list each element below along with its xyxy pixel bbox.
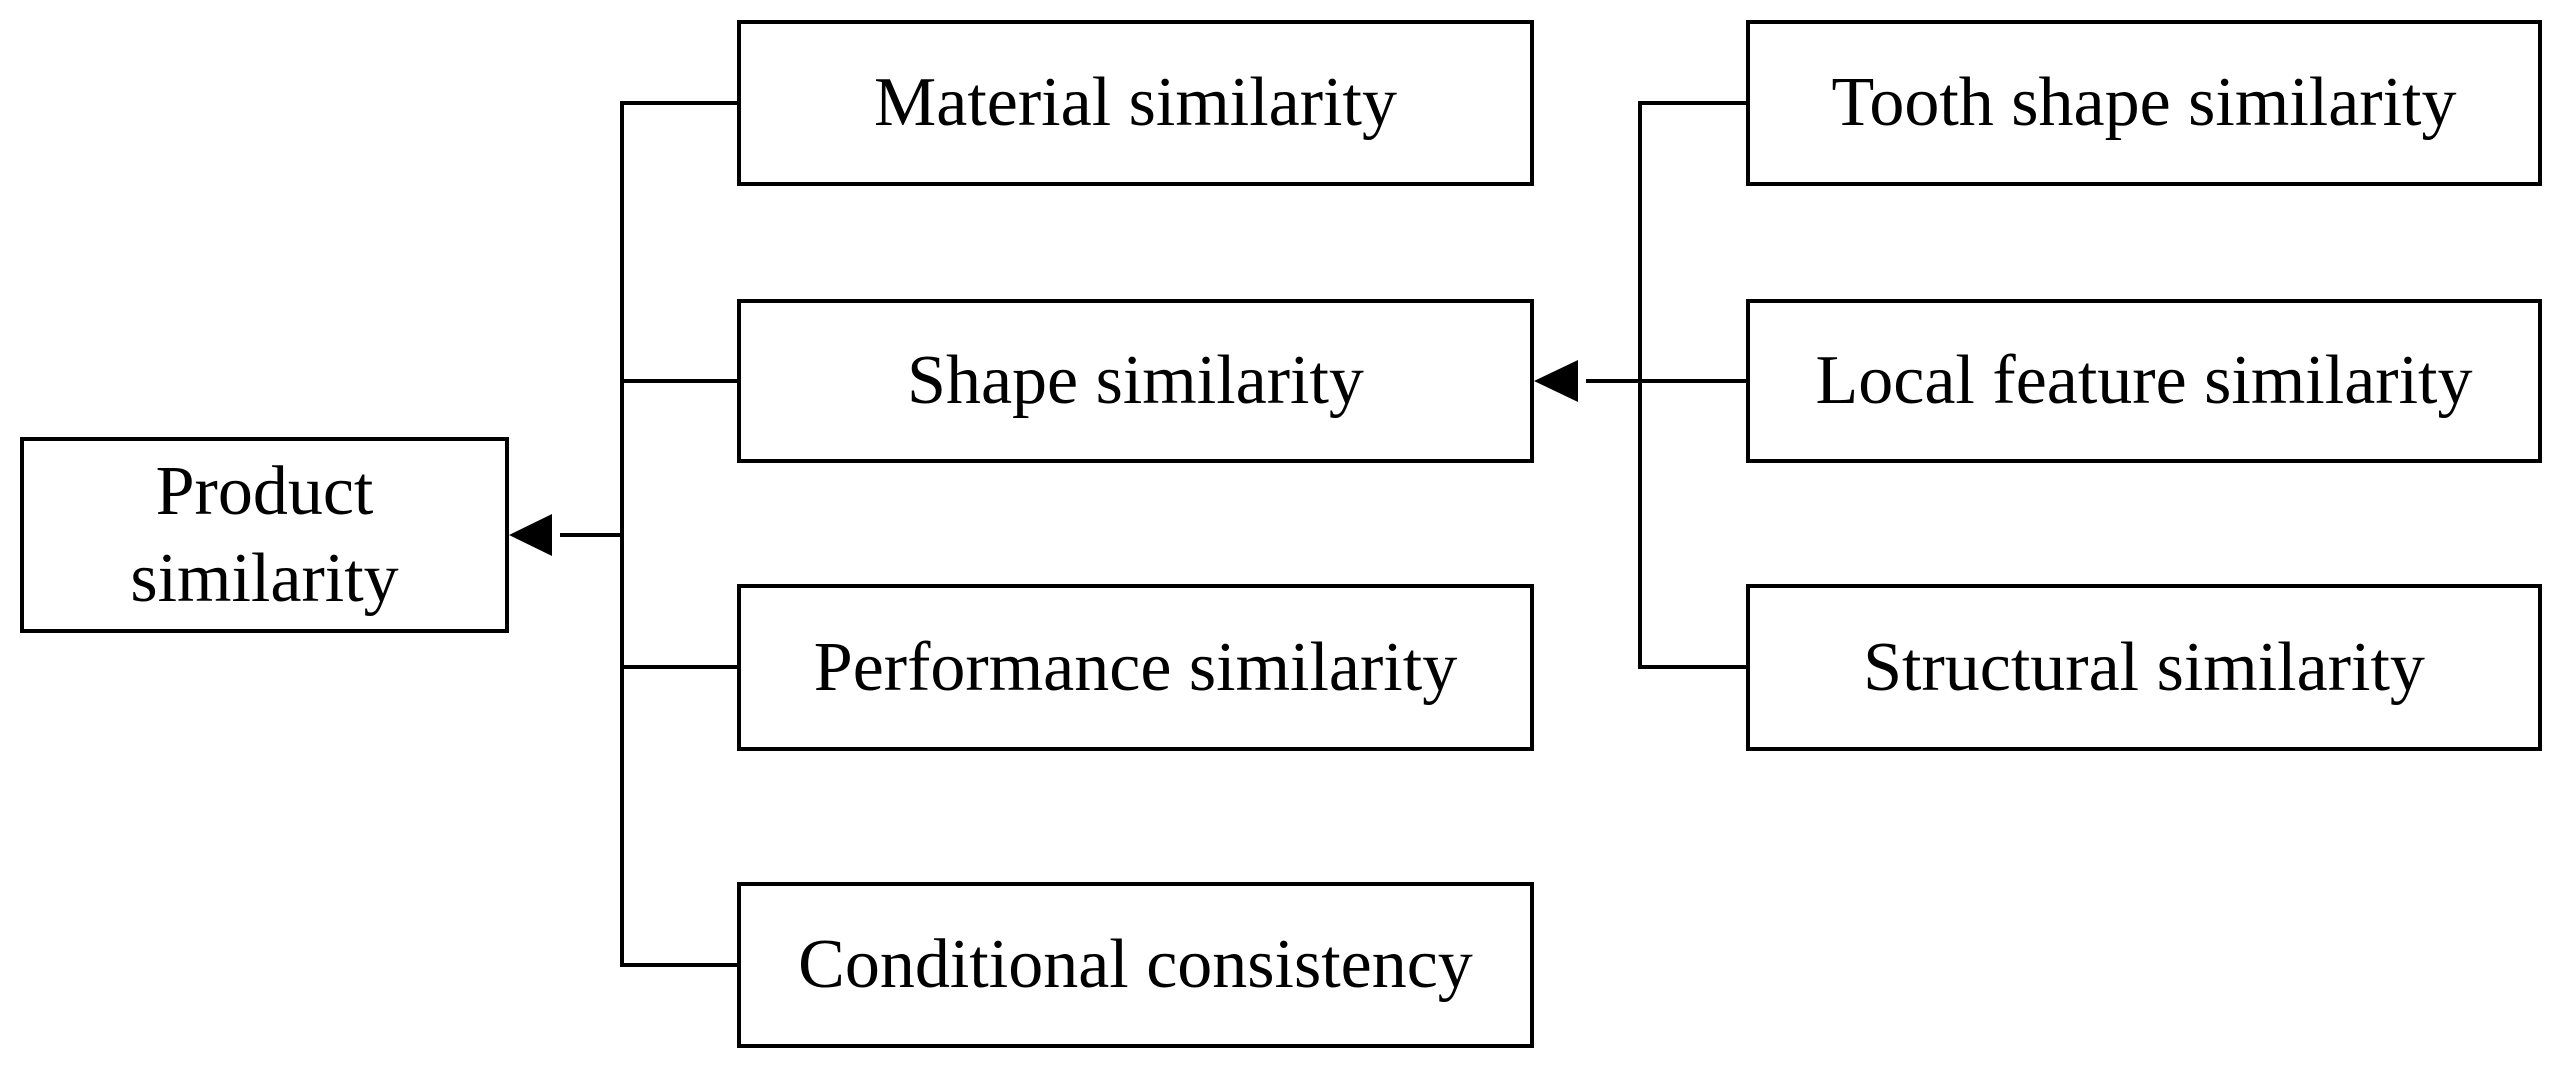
shape-similarity-node: Shape similarity	[737, 299, 1534, 463]
local-feature-similarity-node: Local feature similarity	[1746, 299, 2542, 463]
arrowhead-product	[509, 514, 552, 556]
performance-similarity-label: Performance similarity	[813, 628, 1458, 706]
structural-similarity-label: Structural similarity	[1863, 628, 2425, 706]
local-feature-similarity-label: Local feature similarity	[1815, 342, 2473, 420]
material-similarity-node: Material similarity	[737, 20, 1534, 186]
tooth-shape-similarity-node: Tooth shape similarity	[1746, 20, 2542, 186]
conditional-consistency-label: Conditional consistency	[798, 926, 1473, 1004]
product-similarity-node: Product similarity	[20, 437, 509, 633]
material-similarity-label: Material similarity	[874, 64, 1397, 142]
product-label-line2: similarity	[130, 540, 399, 617]
conditional-consistency-node: Conditional consistency	[737, 882, 1534, 1048]
product-label-line1: Product	[155, 452, 374, 530]
performance-similarity-node: Performance similarity	[737, 584, 1534, 751]
arrowhead-shape	[1534, 360, 1578, 402]
product-similarity-label: Product similarity	[130, 448, 398, 623]
tooth-shape-similarity-label: Tooth shape similarity	[1831, 64, 2457, 142]
structural-similarity-node: Structural similarity	[1746, 584, 2542, 751]
shape-similarity-label: Shape similarity	[907, 342, 1364, 420]
